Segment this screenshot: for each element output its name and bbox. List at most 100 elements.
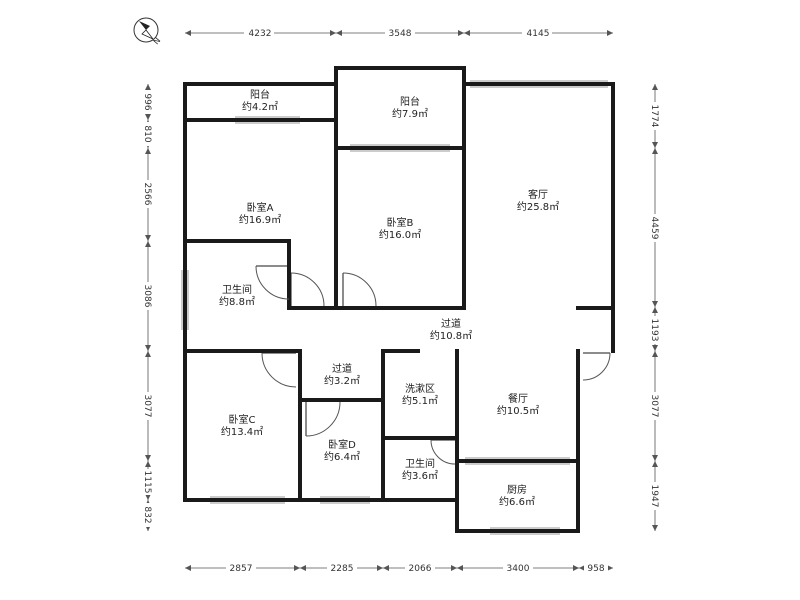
room-bedroom-c: 卧室C 约13.4㎡ (221, 413, 263, 438)
room-bedroom-b: 卧室B 约16.0㎡ (379, 216, 421, 241)
wall-bathroom1 (183, 239, 291, 310)
dim-bg (141, 90, 155, 114)
room-area: 约7.9㎡ (392, 107, 428, 120)
dim-right-3: 1193 (649, 319, 659, 342)
dim-bottom-4: 3400 (507, 564, 530, 574)
dim-bg (327, 562, 357, 574)
dim-arrows-right (652, 84, 658, 531)
dim-bg (584, 562, 608, 574)
room-name: 卧室D (328, 438, 356, 451)
room-area: 约13.4㎡ (221, 425, 263, 438)
room-area: 约5.1㎡ (402, 394, 438, 407)
dim-bg (648, 214, 662, 242)
walls (183, 66, 615, 533)
door-arc-entrance (582, 352, 611, 381)
dim-bg (503, 562, 533, 574)
dim-bottom-3: 2066 (409, 564, 432, 574)
room-name: 阳台 (400, 95, 420, 108)
dim-bg (405, 562, 435, 574)
compass-ring (133, 17, 159, 43)
dim-bg (141, 282, 155, 310)
dim-bg (141, 469, 155, 495)
dim-bottom-1: 2857 (230, 564, 253, 574)
dimension-left: 996 810 2566 3086 3077 1115 832 (141, 84, 155, 531)
room-area: 约6.4㎡ (324, 450, 360, 463)
room-bathroom-1: 卫生间 约8.8㎡ (219, 283, 255, 308)
room-name: 卫生间 (222, 283, 252, 296)
door-arc-bedroom-a (290, 272, 325, 307)
dim-top-3: 4145 (527, 29, 550, 39)
room-name: 卧室B (387, 216, 414, 229)
room-living-room: 客厅 约25.8㎡ (517, 188, 559, 213)
room-name: 餐厅 (508, 392, 528, 405)
dim-bottom-5: 958 (587, 564, 604, 574)
compass-tail-icon (141, 29, 154, 40)
room-name: 客厅 (528, 188, 548, 201)
room-area: 约25.8㎡ (517, 200, 559, 213)
room-corridor-main: 过道 约10.8㎡ (430, 317, 472, 342)
dim-left-3: 2566 (142, 183, 152, 206)
dim-bg (648, 392, 662, 420)
room-dining-room: 餐厅 约10.5㎡ (497, 392, 539, 417)
room-area: 约8.8㎡ (219, 295, 255, 308)
room-bedroom-a: 卧室A 约16.9㎡ (239, 201, 281, 226)
dim-bg (141, 392, 155, 420)
door-arc-bathroom1 (255, 265, 290, 300)
room-name: 过道 (441, 317, 461, 330)
room-balcony-2: 阳台 约7.9㎡ (392, 95, 428, 120)
dim-bg (141, 503, 155, 527)
dim-right-1: 1774 (649, 105, 659, 128)
dim-bg (141, 122, 155, 146)
room-kitchen: 厨房 约6.6㎡ (499, 483, 535, 508)
room-bedroom-d: 卧室D 约6.4㎡ (324, 438, 360, 463)
room-name: 阳台 (250, 88, 270, 101)
dim-left-2: 810 (142, 125, 152, 142)
room-area: 约16.0㎡ (379, 228, 421, 241)
dim-bg (522, 27, 552, 39)
room-area: 约3.2㎡ (324, 374, 360, 387)
dim-bg (141, 180, 155, 208)
dim-left-1: 996 (142, 93, 152, 110)
compass-north-label: N (152, 36, 163, 46)
room-name: 厨房 (507, 483, 527, 496)
dim-bottom-2: 2285 (331, 564, 354, 574)
dim-left-5: 3077 (142, 395, 152, 418)
room-area: 约16.9㎡ (239, 213, 281, 226)
room-area: 约3.6㎡ (402, 469, 438, 482)
dim-right-4: 3077 (649, 395, 659, 418)
dim-right-5: 1947 (649, 485, 659, 508)
dim-bg (648, 102, 662, 130)
dim-top-1: 4232 (249, 29, 272, 39)
room-area: 约4.2㎡ (242, 100, 278, 113)
door-arc-bathroom2 (430, 439, 456, 465)
room-bathroom-2: 卫生间 约3.6㎡ (402, 457, 438, 482)
compass-needle-icon (139, 21, 150, 30)
room-name: 洗漱区 (405, 383, 435, 395)
room-corridor-small: 过道 约3.2㎡ (324, 362, 360, 387)
room-area: 约10.8㎡ (430, 329, 472, 342)
room-name: 过道 (332, 362, 352, 375)
room-wash-area: 洗漱区 约5.1㎡ (402, 383, 438, 407)
door-arc-bedroom-c (261, 352, 297, 388)
dimension-right: 1774 4459 1193 3077 1947 (648, 84, 662, 531)
room-labels: 阳台 约4.2㎡ 阳台 约7.9㎡ 卧室A 约16.9㎡ 卧室B 约16.0㎡ … (219, 88, 559, 508)
windows (181, 80, 608, 535)
dim-left-6: 1115 (142, 471, 152, 494)
room-name: 卧室C (229, 413, 256, 426)
dim-bg (385, 27, 415, 39)
dim-bg (244, 27, 274, 39)
room-area: 约10.5㎡ (497, 404, 539, 417)
dim-left-4: 3086 (142, 285, 152, 308)
dim-bg (226, 562, 256, 574)
dim-right-2: 4459 (649, 217, 659, 240)
dimension-top: 4232 3548 4145 (185, 27, 613, 39)
room-area: 约6.6㎡ (499, 495, 535, 508)
door-arc-bedroom-b (342, 272, 377, 307)
dim-left-7: 832 (142, 506, 152, 523)
door-arc-bedroom-d (305, 401, 341, 437)
room-name: 卫生间 (405, 457, 435, 470)
room-balcony-1: 阳台 约4.2㎡ (242, 88, 278, 113)
dim-bg (648, 316, 662, 344)
dim-top-2: 3548 (389, 29, 412, 39)
